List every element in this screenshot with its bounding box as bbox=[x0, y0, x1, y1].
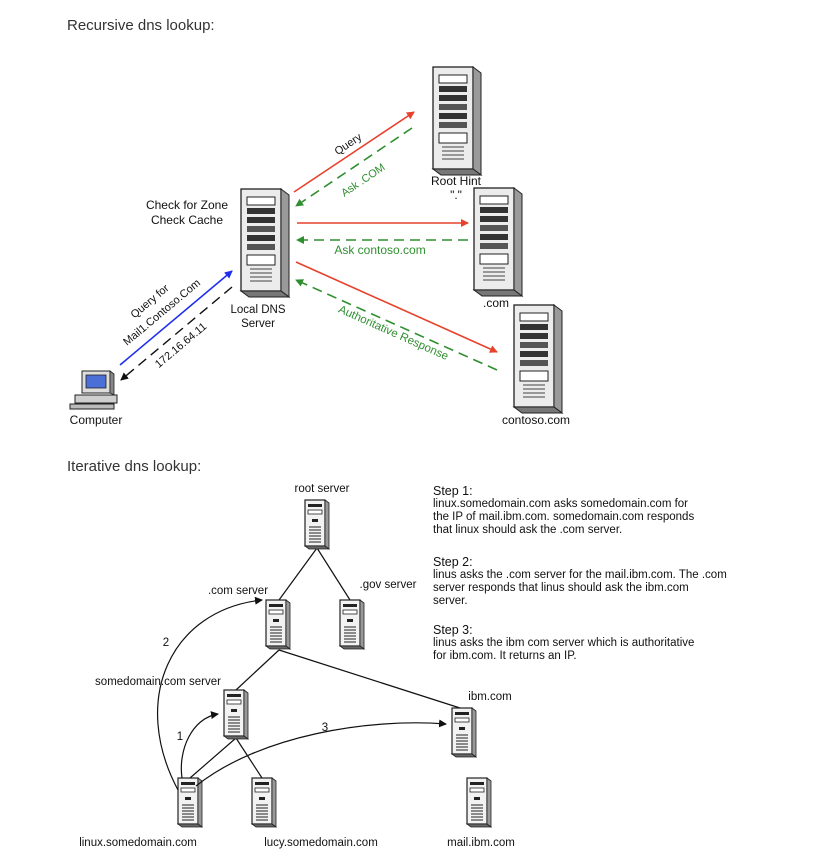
step-2-line: server. bbox=[433, 595, 468, 607]
step-2-line: server responds that linus should ask th… bbox=[433, 582, 689, 594]
root-server-label: root server bbox=[295, 483, 350, 495]
ibm-server-icon bbox=[451, 707, 477, 758]
somedomain-server-icon bbox=[223, 689, 249, 740]
linux-host-label: linux.somedomain.com bbox=[79, 837, 197, 849]
recursive-heading: Recursive dns lookup: bbox=[67, 17, 215, 34]
step-3-line: linus asks the ibm com server which is a… bbox=[433, 637, 695, 649]
query-root-arrow bbox=[293, 111, 415, 193]
step-1-block: Step 1: linux.somedomain.com asks somedo… bbox=[433, 485, 694, 537]
step-2-line: linus asks the .com server for the mail.… bbox=[433, 569, 727, 581]
ask-com-arrow bbox=[295, 127, 413, 207]
root-hint-server-icon bbox=[432, 66, 482, 176]
iterative-heading: Iterative dns lookup: bbox=[67, 458, 202, 475]
step-1-title: Step 1: bbox=[433, 484, 473, 498]
step-2-title: Step 2: bbox=[433, 555, 473, 569]
local-dns-server-icon bbox=[240, 188, 290, 298]
query-label: Query bbox=[333, 131, 365, 158]
step-1-arrow bbox=[180, 711, 219, 779]
computer-label: Computer bbox=[70, 413, 123, 427]
step-1-number: 1 bbox=[177, 731, 183, 743]
ask-com-label: Ask .COM bbox=[339, 162, 387, 200]
somedomain-server-label: somedomain.com server bbox=[95, 676, 221, 688]
authoritative-response-arrow bbox=[295, 279, 498, 371]
step-2-block: Step 2: linus asks the .com server for t… bbox=[433, 556, 727, 608]
authoritative-label: Authoritative Response bbox=[336, 304, 450, 363]
step-3-block: Step 3: linus asks the ibm com server wh… bbox=[433, 624, 694, 663]
step-1-line: linux.somedomain.com asks somedomain.com… bbox=[433, 498, 689, 510]
check-cache-label: Check Cache bbox=[151, 213, 223, 227]
step-2-arrow bbox=[156, 596, 263, 791]
mail-server-label: mail.ibm.com bbox=[447, 837, 515, 849]
check-zone-label: Check for Zone bbox=[146, 198, 228, 212]
ask-contoso-label: Ask contoso.com bbox=[334, 243, 425, 257]
ibm-com-label: ibm.com bbox=[468, 691, 511, 703]
query-contoso-arrow bbox=[295, 261, 498, 353]
mail-server-icon bbox=[466, 777, 492, 828]
ip-label: 172.16.64.11 bbox=[153, 321, 209, 371]
step-3-arrow bbox=[195, 719, 447, 787]
root-hint-label: Root Hint bbox=[431, 174, 482, 188]
step-3-number: 3 bbox=[322, 722, 328, 734]
query-local-arrow bbox=[119, 270, 233, 366]
computer-icon bbox=[69, 370, 118, 410]
lucy-host-label: lucy.somedomain.com bbox=[264, 837, 378, 849]
step-3-line: for ibm.com. It returns an IP. bbox=[433, 650, 577, 662]
linux-host-icon bbox=[177, 777, 203, 828]
step-1-line: that linux should ask the .com server. bbox=[433, 524, 623, 536]
com-server-icon bbox=[265, 599, 291, 650]
step-3-title: Step 3: bbox=[433, 623, 473, 637]
local-dns-label-2: Server bbox=[241, 318, 275, 330]
step-1-line: the IP of mail.ibm.com. somedomain.com r… bbox=[433, 511, 695, 523]
ip-response-arrow bbox=[120, 286, 233, 381]
com-label: .com bbox=[483, 296, 509, 310]
com-server-label: .com server bbox=[208, 585, 268, 597]
gov-server-label: .gov server bbox=[360, 579, 417, 591]
local-dns-label: Local DNS bbox=[231, 304, 286, 316]
root-hint-sub-label: "." bbox=[450, 188, 462, 202]
lucy-host-icon bbox=[251, 777, 277, 828]
com-server-icon bbox=[473, 187, 523, 297]
gov-server-icon bbox=[339, 599, 365, 650]
contoso-label: contoso.com bbox=[502, 413, 570, 427]
root-server-icon bbox=[304, 499, 330, 550]
step-2-number: 2 bbox=[163, 637, 169, 649]
contoso-server-icon bbox=[513, 304, 563, 414]
